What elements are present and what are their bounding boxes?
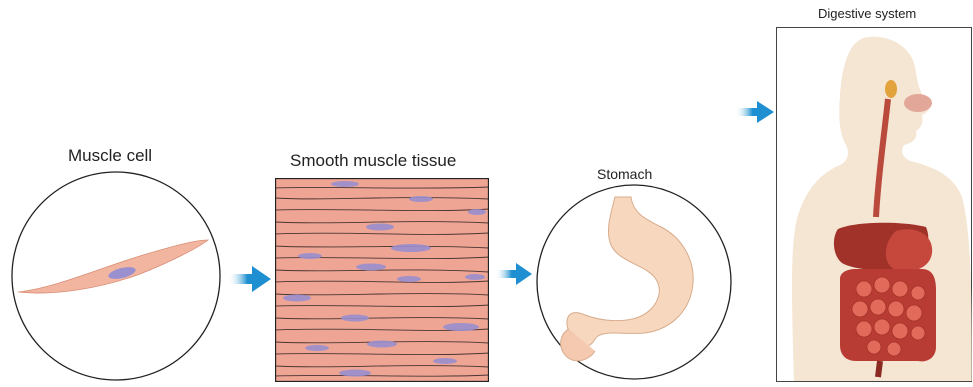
- digestive-stomach: [886, 229, 932, 271]
- smooth-muscle-tissue-label: Smooth muscle tissue: [290, 151, 456, 171]
- smooth-muscle-tissue-illustration: [275, 178, 489, 382]
- stomach-label: Stomach: [597, 166, 652, 182]
- right-arrow-icon: [495, 262, 533, 291]
- muscle-cell-illustration: [10, 170, 222, 382]
- stomach-illustration: [535, 183, 733, 381]
- right-arrow-icon: [735, 100, 775, 129]
- right-arrow-icon: [228, 265, 272, 298]
- muscle-cell-label: Muscle cell: [68, 146, 152, 166]
- digestive-system-label: Digestive system: [818, 6, 916, 21]
- digestive-system-illustration: [776, 27, 972, 382]
